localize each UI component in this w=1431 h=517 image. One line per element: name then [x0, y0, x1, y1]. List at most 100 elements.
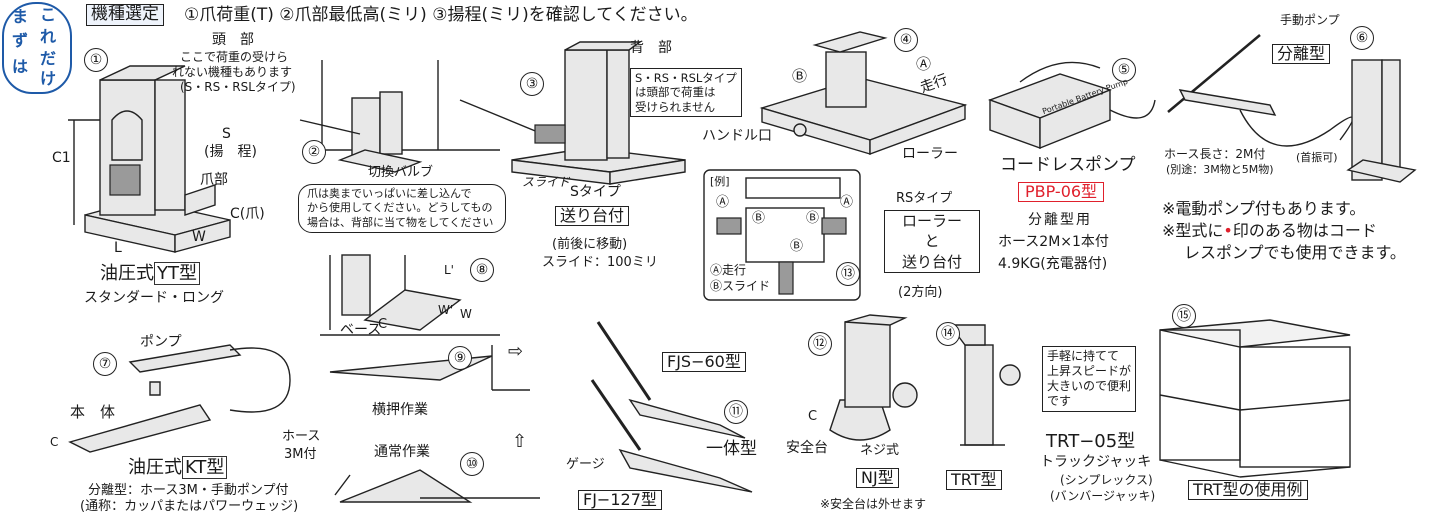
safety-base-label: 安全台 [786, 440, 828, 456]
corner-jack-drawing [299, 60, 500, 173]
handle-label: ハンドル口 [702, 128, 772, 144]
kt-spec-line: 分離型：ホース3M・手動ポンプ付 [88, 483, 289, 498]
cordless-pump-title: コードレスポンプ [1000, 155, 1136, 175]
example-a-left: Ⓐ [716, 195, 730, 210]
claw-note: 爪は奥までいっぱいに差し込んで から使用してください。どうしてもの 場合は、背部… [298, 184, 506, 233]
hose-length-note: (別途：3M物と5M物) [1166, 163, 1274, 176]
back-label: 背 部 [630, 40, 672, 56]
kt-wedge-drawing [68, 344, 291, 453]
example-b-right: Ⓑ [806, 211, 820, 226]
kt-hose-length: 3M付 [284, 447, 317, 462]
item-number-8: ⑧ [470, 258, 494, 282]
valve-label: 切換バルブ [368, 165, 434, 180]
badge-char: ま [12, 7, 29, 26]
move-label: (前後に移動) [552, 237, 628, 252]
s-type-drawing [459, 41, 686, 185]
gauge-label: ゲージ [566, 457, 605, 472]
cordless-compat-note-2: レスポンプでも使用できます。 [1184, 243, 1406, 262]
fj-model: FJ−127型 [578, 490, 662, 511]
pump-spec-line: 4.9KG(充電器付) [998, 256, 1108, 272]
l-prime-label: L' [444, 263, 454, 277]
head-label: 頭 部 [212, 32, 254, 48]
kt-body-label: 本 体 [70, 403, 116, 421]
section-label: 機種選定 [86, 4, 164, 26]
s-type-note: S・RS・RSLタイプ は頭部で荷重は 受けられません [630, 68, 742, 118]
head-note-line: ここで荷重の受けら [180, 50, 289, 64]
l-label: L [114, 240, 122, 256]
item-number-11: ⑪ [724, 400, 748, 424]
badge-char: は [12, 57, 29, 76]
hand-pump-label: 手動ポンプ [1280, 13, 1340, 27]
item-number-3: ③ [520, 72, 544, 96]
base-c-label: C [378, 317, 388, 332]
s-type-label: Sタイプ [570, 184, 621, 200]
rs-type-label: RSタイプ [896, 191, 953, 206]
item-number-12: ⑫ [808, 332, 832, 356]
legend-slide: Ⓑスライド [710, 279, 771, 293]
slide-spec: スライド：100ミリ [542, 255, 658, 270]
example-label: [例] [710, 175, 730, 188]
trt05-sub3: (バンバージャッキ) [1050, 489, 1156, 503]
push-arrow: ⇨ [508, 341, 524, 362]
example-b-left: Ⓑ [752, 211, 766, 226]
nj-note: ※安全台は外せます [820, 497, 927, 511]
a-direction-label: Ⓐ [916, 55, 932, 73]
item-number-9: ⑨ [448, 346, 472, 370]
electric-pump-note: ※電動ポンプ付もあります。 [1162, 199, 1366, 218]
trt-usage-drawing [1159, 319, 1351, 478]
kt-hose-label: ホース [282, 429, 321, 444]
badge-char: ず [12, 31, 29, 50]
integrated-type-label: 一体型 [706, 439, 757, 459]
item-number-7: ⑦ [93, 352, 117, 376]
pump-spec-line: ホース2M×1本付 [998, 234, 1109, 250]
roller-label: ローラー [902, 146, 958, 162]
rs-feature-box: ローラー と 送り台付 [884, 210, 980, 273]
push-work-label: 横押作業 [372, 402, 428, 418]
kt-pump-label: ポンプ [140, 334, 182, 350]
push-work-drawing [329, 345, 530, 391]
screw-type-label: ネジ式 [860, 443, 900, 458]
trt-usage-caption: TRT型の使用例 [1188, 480, 1308, 501]
badge-char: だ [40, 49, 57, 68]
trt-note: 手軽に持てて 上昇スピードが 大きいので便利 です [1042, 346, 1137, 412]
yt-jack-drawing [68, 65, 231, 253]
rs-type-drawing [759, 31, 968, 156]
trt05-sub2: (シンプレックス) [1060, 473, 1153, 487]
base-w-label: W [460, 307, 472, 321]
w-prime-label: W' [438, 303, 454, 317]
hose-length-label: ホース長さ：2M付 [1164, 147, 1266, 161]
badge-char: け [40, 69, 57, 88]
lift-label: (揚 程) [204, 144, 257, 160]
head-note-line: (S・RS・RSLタイプ) [180, 80, 296, 94]
normal-work-drawing [334, 469, 540, 503]
fjs-model: FJS−60型 [662, 352, 746, 373]
item-number-1: ① [84, 48, 108, 72]
trt05-name: TRT−05型 [1046, 431, 1136, 452]
nj-model: NJ型 [856, 468, 899, 489]
separate-pump-drawing [1167, 34, 1417, 183]
cordless-compat-note: ※型式に•印のある物はコード [1162, 221, 1377, 240]
cordless-pump-model: PBP-06型 [1018, 182, 1105, 203]
trt-jack-drawing [948, 324, 1021, 446]
yt-subtitle: スタンダード・ロング [84, 290, 224, 306]
item-number-4: ④ [894, 28, 918, 52]
b-direction-label: Ⓑ [792, 67, 808, 85]
claw-label: 爪部 [200, 172, 228, 188]
badge: ま こ ず れ は だ け [2, 2, 72, 94]
trt05-subtitle: トラックジャッキ [1040, 454, 1152, 470]
badge-char: れ [40, 27, 57, 46]
instruction: ①爪荷重(T) ②爪部最低高(ミリ) ③揚程(ミリ)を確認してください。 [184, 5, 698, 25]
item-number-15: ⑮ [1172, 304, 1196, 328]
item-number-14: ⑭ [936, 322, 960, 346]
item-number-2: ② [302, 140, 326, 164]
trt-model: TRT型 [946, 470, 1002, 491]
pump-spec-line: 分離型用 [1028, 212, 1092, 228]
w-label: W [192, 229, 206, 245]
item-number-10: ⑩ [460, 452, 484, 476]
feed-label: 送り台付 [555, 206, 630, 227]
example-b-bottom: Ⓑ [790, 239, 804, 254]
base-drawing [320, 254, 500, 336]
c1-label: C1 [52, 150, 71, 166]
